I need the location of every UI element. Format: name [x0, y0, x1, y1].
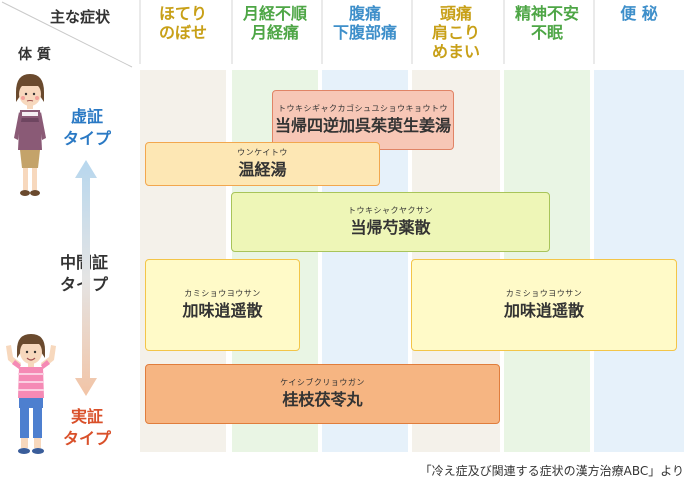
- remedy-name: 当帰四逆加呉茱萸生姜湯: [275, 116, 451, 136]
- main-symptom-label: 主な症状: [50, 6, 110, 27]
- remedy-name: 加味逍遥散: [504, 301, 584, 321]
- remedy-reading: トウキシャクヤクサン: [348, 206, 433, 216]
- constitution-arrow: [74, 158, 98, 398]
- column-header-benpi: 便 秘: [594, 4, 684, 23]
- remedy-name: 当帰芍薬散: [350, 218, 430, 238]
- thin-woman-illustration: [8, 72, 52, 200]
- strong-woman-illustration: [4, 332, 58, 456]
- remedy-box-kamishoyosan-left: カミショウヨウサン 加味逍遥散: [145, 259, 300, 351]
- remedy-reading: カミショウヨウサン: [506, 289, 583, 299]
- remedy-box-kamishoyosan-right: カミショウヨウサン 加味逍遥散: [411, 259, 677, 351]
- excess-type-label: 実証 タイプ: [58, 406, 116, 450]
- source-note: 「冷え症及び関連する症状の漢方治療ABC」より: [300, 462, 684, 479]
- remedy-box-tokishigyaku: トウキシギャクカゴシュユショウキョウトウ 当帰四逆加呉茱萸生姜湯: [272, 90, 454, 150]
- remedy-box-tokishakuyakusan: トウキシャクヤクサン 当帰芍薬散: [231, 192, 550, 252]
- remedy-reading: カミショウヨウサン: [184, 289, 261, 299]
- column-header-fukutsu: 腹痛 下腹部痛: [322, 4, 408, 42]
- remedy-name: 温経湯: [238, 160, 286, 180]
- column-header-seishin: 精神不安 不眠: [504, 4, 590, 42]
- remedy-reading: ケイシブクリョウガン: [280, 378, 365, 388]
- remedy-name: 加味逍遥散: [182, 301, 262, 321]
- remedy-reading: ウンケイトウ: [237, 148, 288, 158]
- column-header-hoteri: ほてり のぼせ: [140, 4, 226, 42]
- deficiency-type-label: 虚証 タイプ: [58, 106, 116, 150]
- column-header-gekkei: 月経不順 月経痛: [232, 4, 318, 42]
- constitution-label: 体 質: [18, 44, 51, 64]
- remedy-name: 桂枝茯苓丸: [282, 390, 362, 410]
- remedy-reading: トウキシギャクカゴシュユショウキョウトウ: [278, 104, 448, 114]
- remedy-box-keishibukuryogan: ケイシブクリョウガン 桂枝茯苓丸: [145, 364, 500, 424]
- column-header-zutsu: 頭痛 肩こり めまい: [412, 4, 500, 61]
- remedy-box-unkeito: ウンケイトウ 温経湯: [145, 142, 380, 186]
